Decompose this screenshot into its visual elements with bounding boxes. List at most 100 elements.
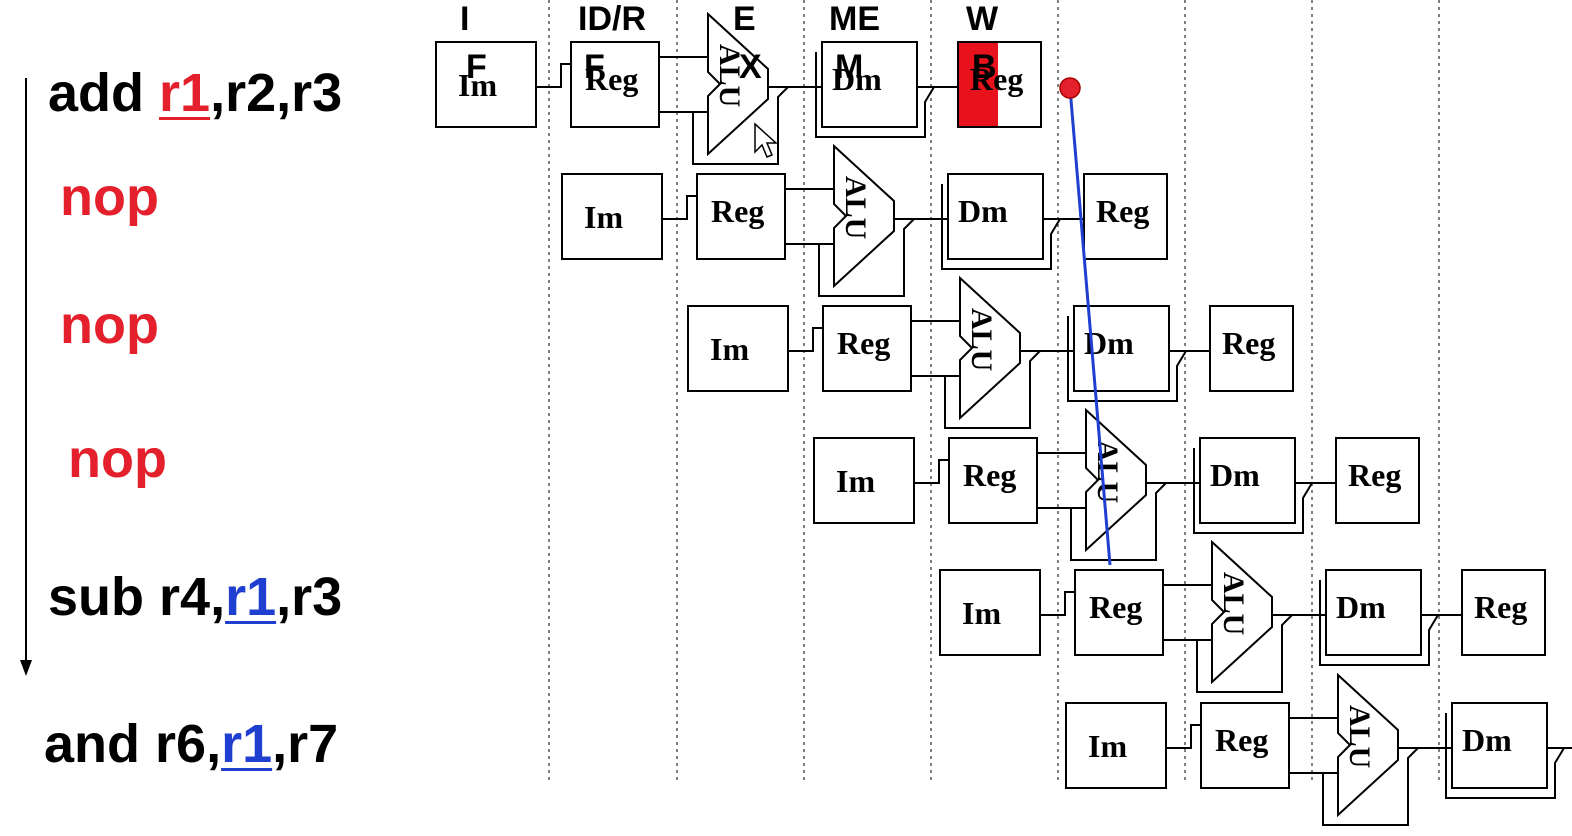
instruction-sub: sub r4,r1,r3	[48, 570, 342, 624]
regfile-write-label: Reg	[1096, 193, 1149, 229]
regfile-read-label: Reg	[837, 325, 890, 361]
instruction-opcode: nop	[68, 429, 167, 489]
regfile-read-box	[948, 437, 1038, 524]
stage-header-line1: ME	[829, 0, 880, 38]
instruction-operands: ,r2,r3	[210, 63, 343, 123]
regfile-read-box	[696, 173, 786, 260]
alu-label: ALU	[1343, 705, 1376, 768]
instruction-opcode: nop	[60, 295, 159, 355]
instruction-opcode: add	[48, 63, 160, 123]
alu-bypass-wire	[1196, 614, 1293, 693]
imem-label: Im	[710, 331, 749, 367]
time-arrow	[20, 78, 32, 676]
instruction-nop: nop	[60, 298, 159, 352]
mouse-cursor-icon	[754, 122, 778, 158]
stage-header-line2: F	[466, 48, 487, 86]
imem-label: Im	[962, 595, 1001, 631]
im-reg-wire	[662, 195, 697, 220]
dm-bypass-wire	[1193, 448, 1313, 534]
instruction-nop: nop	[68, 432, 167, 486]
imem-box	[813, 437, 915, 524]
alu-bypass-wire	[818, 218, 915, 297]
instruction-opcode: nop	[60, 167, 159, 227]
instruction-operands: ,r7	[272, 714, 339, 774]
alu-bypass-wire	[1322, 747, 1419, 826]
stage-header-line2: F	[584, 48, 605, 86]
alu-label: ALU	[1091, 440, 1124, 503]
writeback-to-read-line	[1068, 87, 1112, 566]
stage-header-line2: B	[972, 48, 997, 86]
regfile-read-label: Reg	[585, 61, 638, 97]
instruction-opcode: sub	[48, 567, 160, 627]
alu-bypass-wire	[692, 86, 789, 165]
im-reg-wire	[788, 327, 823, 352]
stage-header-line2: M	[835, 48, 864, 86]
stage-header-line1: I	[460, 0, 470, 38]
alu-label: ALU	[1217, 572, 1250, 635]
stage-header-line1: W	[966, 0, 999, 38]
dmem-label: Dm	[1210, 457, 1260, 493]
regfile-read-label: Reg	[1089, 589, 1142, 625]
regfile-read-box	[570, 41, 660, 128]
dmem-box	[821, 41, 918, 128]
instruction-operands: r4,	[159, 567, 226, 627]
alu-label: ALU	[839, 176, 872, 239]
imem-label: Im	[584, 199, 623, 235]
imem-box	[1065, 702, 1167, 789]
source-register: r1	[221, 714, 273, 774]
im-reg-wire	[1166, 724, 1201, 749]
imem-label: Im	[1088, 728, 1127, 764]
writeback-highlight	[958, 42, 998, 127]
im-reg-wire	[914, 459, 949, 484]
regfile-write-box	[1083, 173, 1168, 260]
regfile-write-label: Reg	[970, 61, 1023, 97]
regfile-write-label: Reg	[1348, 457, 1401, 493]
alu-shape	[1211, 539, 1273, 685]
stage-header-line2: X	[739, 48, 762, 86]
instruction-add: add r1,r2,r3	[48, 66, 342, 120]
regfile-write-box	[1335, 437, 1420, 524]
regfile-write-label: Reg	[1474, 589, 1527, 625]
alu-label: ALU	[965, 308, 998, 371]
instruction-and: and r6,r1,r7	[44, 717, 338, 771]
imem-box	[561, 173, 663, 260]
dmem-label: Dm	[958, 193, 1008, 229]
imem-label: Im	[836, 463, 875, 499]
writeback-point-marker	[1059, 77, 1081, 99]
alu-label: ALU	[713, 44, 746, 107]
dm-bypass-wire	[1067, 316, 1187, 402]
instruction-operands: r6,	[155, 714, 222, 774]
instruction-opcode: and	[44, 714, 156, 774]
im-reg-wire	[1040, 591, 1075, 616]
regfile-write-box	[1461, 569, 1546, 656]
regfile-read-box	[1200, 702, 1290, 789]
dmem-box	[1199, 437, 1296, 524]
regfile-write-box	[1209, 305, 1294, 392]
dm-bypass-wire	[1445, 713, 1565, 799]
dmem-box	[1451, 702, 1548, 789]
alu-bypass-wire	[1070, 482, 1167, 561]
alu-shape	[833, 143, 895, 289]
stage-header-line1: E	[733, 0, 756, 38]
dmem-box	[1325, 569, 1422, 656]
alu-bypass-wire	[944, 350, 1041, 429]
imem-label: Im	[458, 67, 497, 103]
dest-register: r1	[159, 63, 211, 123]
regfile-write-label: Reg	[1222, 325, 1275, 361]
dm-bypass-wire	[941, 184, 1061, 270]
regfile-write-box	[957, 41, 1042, 128]
alu-shape	[707, 11, 769, 157]
dm-bypass-wire	[815, 52, 935, 138]
dmem-label: Dm	[1462, 722, 1512, 758]
alu-shape	[959, 275, 1021, 421]
dmem-box	[947, 173, 1044, 260]
imem-box	[687, 305, 789, 392]
